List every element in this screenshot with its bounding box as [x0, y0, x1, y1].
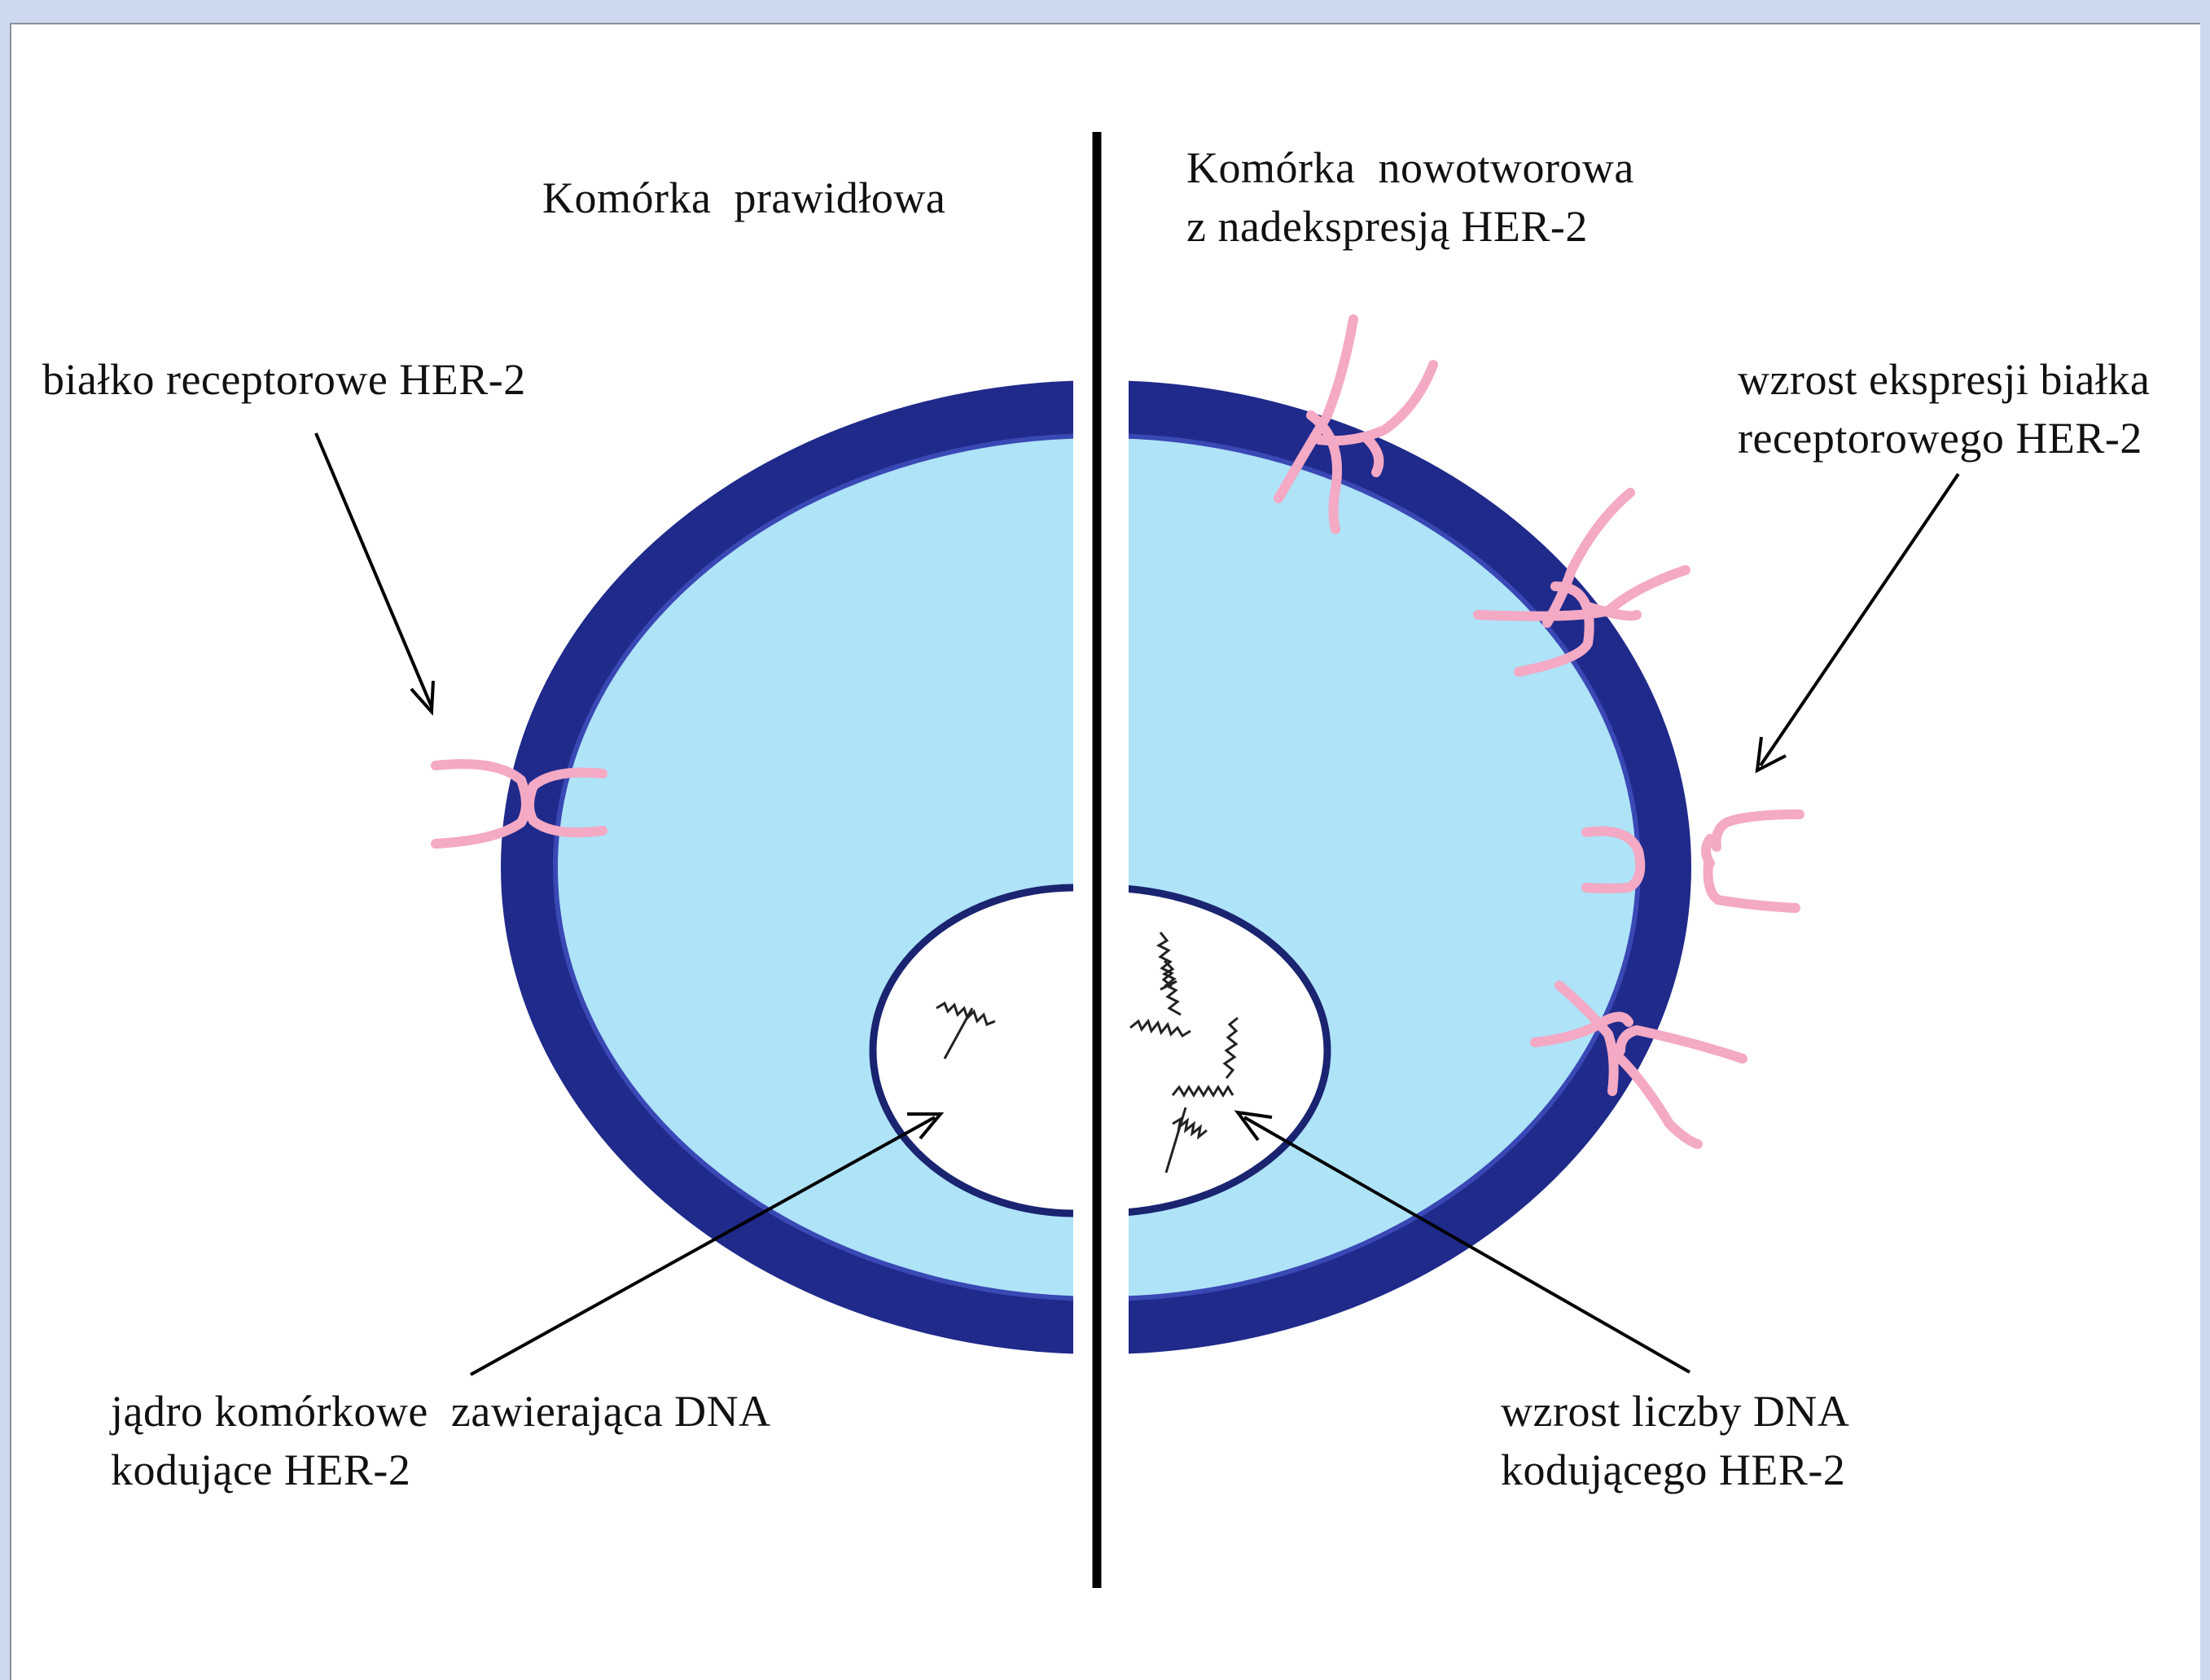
dna-increase-label-line1: wzrost liczby DNA — [1501, 1382, 1849, 1441]
dna-increase-label-line2: kodującego HER-2 — [1501, 1441, 1845, 1499]
nucleus-label-line2: kodujące HER-2 — [111, 1441, 410, 1499]
arrow-increase-expression — [1761, 474, 1958, 765]
nucleus-label-line1: jądro komórkowe zawierająca DNA — [111, 1382, 771, 1441]
arrow-receptor-normal — [316, 433, 432, 707]
tumor-cell-title-line2: z nadekspresją HER-2 — [1186, 197, 1588, 256]
increase-expression-label-line2: receptorowego HER-2 — [1738, 409, 2142, 467]
receptor-tumor-4 — [1706, 814, 1800, 908]
increase-expression-label-line1: wzrost ekspresji białka — [1738, 350, 2150, 409]
tumor-cell-title-line1: Komórka nowotworowa — [1186, 138, 1634, 197]
normal-cell-title: Komórka prawidłowa — [542, 169, 945, 227]
receptor-label: białko receptorowe HER-2 — [42, 350, 526, 409]
